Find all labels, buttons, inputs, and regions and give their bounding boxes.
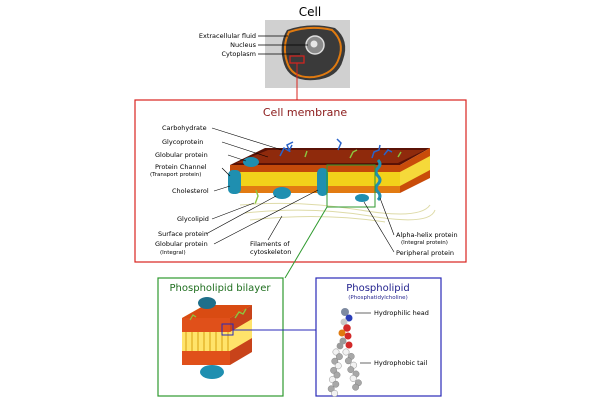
tail-chain-2-atom	[347, 366, 355, 373]
membrane-front-tails	[230, 172, 400, 186]
bilayer-side-bottom-heads	[230, 338, 252, 365]
label-surface-protein: Surface protein	[158, 230, 208, 238]
phospholipid-tail	[327, 348, 362, 397]
alpha-helix-shape	[374, 158, 382, 202]
membrane-front-inner	[230, 186, 400, 193]
cell-title: Cell	[299, 5, 321, 19]
label-cholesterol: Cholesterol	[172, 187, 209, 195]
atom-oxygen-1	[343, 324, 351, 332]
bilayer-title: Phospholipid bilayer	[170, 283, 272, 294]
phospholipid-title: Phospholipid	[346, 283, 410, 294]
membrane-front-outer	[230, 165, 400, 172]
atom-head-2	[340, 318, 348, 326]
protein-channel-shape	[228, 170, 241, 194]
label-globular-protein: Globular protein	[155, 151, 208, 159]
label-peripheral-protein: Peripheral protein	[396, 249, 454, 257]
phospholipid-subtitle: (Phosphatidylcholine)	[348, 295, 407, 301]
bilayer-front-top-heads	[182, 318, 230, 332]
label-nucleus: Nucleus	[230, 41, 256, 49]
bilayer-top-heads	[182, 305, 252, 318]
membrane-bottom-leaders	[267, 197, 395, 253]
bilayer-protein-bottom	[200, 365, 224, 379]
bilayer-zoom-box	[326, 164, 376, 208]
cell-outline	[283, 26, 342, 79]
phospholipid-molecule	[336, 308, 353, 350]
tail-chain-1-atom	[327, 385, 335, 393]
tail-chain-2-atom	[352, 383, 359, 391]
tail-chain-1-atom	[332, 380, 340, 388]
cell-illustration	[265, 20, 350, 88]
tail-chain-1-atom	[331, 357, 339, 365]
atom-phosphorus	[338, 329, 346, 337]
membrane-proteins	[228, 157, 382, 202]
atom-glycerol-1	[339, 337, 347, 345]
atom-oxygen-2	[344, 332, 352, 340]
glycolipid-chains	[254, 149, 402, 205]
label-alpha-helix-sub: (Integral protein)	[401, 240, 448, 246]
label-alpha-helix: Alpha-helix protein	[396, 231, 458, 239]
peripheral-protein-shape	[355, 194, 369, 202]
label-filaments-1: Filaments of	[250, 240, 290, 248]
tail-chain-1-atom	[335, 353, 343, 360]
label-protein-channel-sub: (Transport protein)	[150, 172, 201, 178]
label-glycoprotein: Glycoprotein	[162, 138, 203, 146]
tail-chain-1-atom	[330, 366, 337, 374]
globular-integral-shape	[317, 168, 328, 196]
atom-head-1	[341, 308, 349, 316]
membrane-to-bilayer-connector	[284, 206, 328, 279]
tail-chain-1-atom	[332, 348, 340, 356]
carbohydrate-chains	[279, 138, 393, 159]
tail-chain-2-atom	[349, 374, 357, 382]
phospholipid-box	[315, 277, 442, 397]
label-glycolipid: Glycolipid	[177, 215, 209, 223]
globular-protein-shape	[243, 157, 259, 167]
label-hydrophobic-tail: Hydrophobic tail	[374, 359, 427, 367]
bilayer-front-bottom-heads	[182, 351, 230, 365]
label-carbohydrate: Carbohydrate	[162, 124, 207, 132]
cell-membrane-title: Cell membrane	[263, 106, 347, 119]
surface-protein-shape	[273, 187, 291, 199]
membrane-top-heads	[236, 150, 425, 163]
nucleolus-shape	[310, 40, 318, 48]
bilayer-protein-top	[198, 297, 216, 309]
atom-oxygen-3	[345, 341, 353, 349]
label-extracellular-fluid: Extracellular fluid	[199, 32, 256, 40]
tail-chain-2-atom	[342, 348, 350, 356]
bilayer-side-top-heads	[230, 305, 252, 332]
cell-leader-lines	[258, 35, 308, 55]
label-filaments-2: cytoskeleton	[250, 248, 291, 256]
label-hydrophilic-head: Hydrophilic head	[374, 309, 429, 317]
membrane-left-labels: Carbohydrate Glycoprotein Globular prote…	[150, 124, 209, 256]
membrane-bottom-labels: Filaments of cytoskeleton Alpha-helix pr…	[250, 231, 458, 257]
label-cytoplasm: Cytoplasm	[221, 50, 256, 58]
membrane-left-leaders	[205, 127, 319, 245]
bilayer-cube	[182, 297, 252, 379]
label-globular-integral: Globular protein	[155, 240, 208, 248]
tail-chain-1-atom	[333, 371, 341, 379]
bilayer-glycolipid-2	[189, 314, 197, 321]
tail-chain-1-atom	[334, 362, 342, 370]
atom-glycerol-2	[336, 342, 344, 350]
tail-chain-1-atom	[331, 389, 338, 397]
membrane-right-tails	[400, 156, 430, 186]
label-globular-integral-sub: (Integral)	[160, 250, 186, 256]
bilayer-glycolipid	[234, 308, 247, 319]
tail-chain-2-atom	[344, 357, 352, 365]
atom-nitrogen	[345, 314, 353, 322]
tail-chain-1-atom	[328, 376, 336, 383]
label-protein-channel: Protein Channel	[155, 163, 207, 171]
